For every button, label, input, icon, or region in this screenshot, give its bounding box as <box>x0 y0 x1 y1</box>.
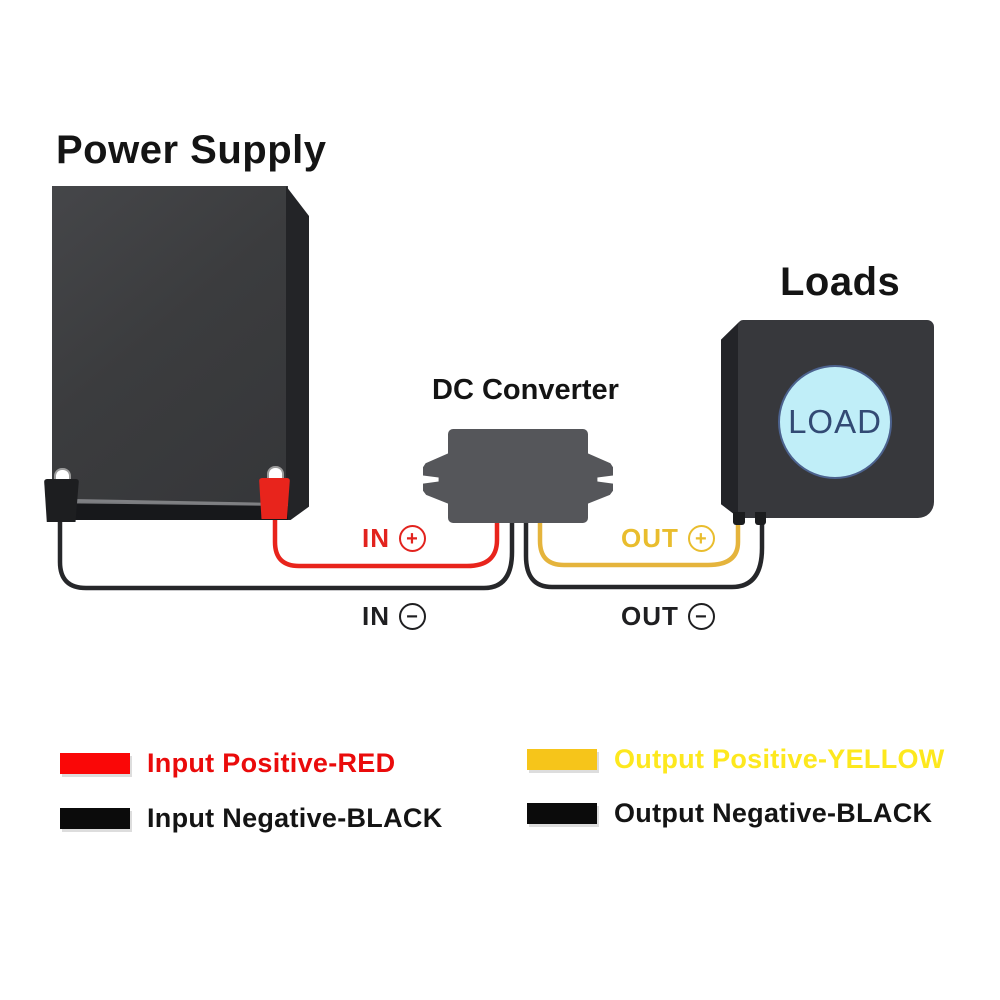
loads-box-side-face <box>721 322 739 518</box>
power-supply-box <box>52 186 288 520</box>
dc-converter-body <box>448 429 588 523</box>
wire-output-negative <box>523 518 765 590</box>
power-supply-title: Power Supply <box>56 128 327 172</box>
load-circle: LOAD <box>778 365 892 479</box>
power-supply-bottom-highlight <box>60 498 288 506</box>
loads-title: Loads <box>780 260 901 304</box>
legend-swatch-yellow <box>527 749 597 770</box>
label-output-positive-text: OUT <box>621 523 679 553</box>
power-supply-side-face <box>286 186 309 520</box>
label-output-negative: OUT − <box>621 601 715 632</box>
legend-swatch-red <box>60 753 130 774</box>
minus-circle-icon: − <box>687 603 715 630</box>
legend-label: Output Positive-YELLOW <box>614 744 945 774</box>
power-supply-bottom-edge <box>52 500 288 520</box>
plus-circle-icon: + <box>687 525 715 552</box>
legend-item-output-positive: Output Positive-YELLOW <box>527 744 945 775</box>
wire-input-positive <box>272 497 500 569</box>
label-input-positive-text: IN <box>362 523 390 553</box>
legend-swatch-black <box>527 803 597 824</box>
legend-label: Input Negative-BLACK <box>147 803 443 833</box>
wire-output-positive <box>537 518 741 568</box>
label-output-negative-text: OUT <box>621 601 679 631</box>
legend-item-output-negative: Output Negative-BLACK <box>527 798 932 829</box>
load-circle-label: LOAD <box>788 403 882 440</box>
legend-label: Input Positive-RED <box>147 748 396 778</box>
dc-converter-title: DC Converter <box>432 374 619 406</box>
loads-wire-connector-black <box>755 512 766 525</box>
legend-item-input-positive: Input Positive-RED <box>60 748 395 779</box>
label-input-negative: IN − <box>362 601 426 632</box>
legend-label: Output Negative-BLACK <box>614 798 933 828</box>
label-input-negative-text: IN <box>362 601 390 631</box>
loads-wire-connector-yellow <box>733 512 745 525</box>
label-input-positive: IN + <box>362 523 426 554</box>
positive-terminal <box>259 478 290 519</box>
minus-circle-icon: − <box>399 603 426 630</box>
legend-item-input-negative: Input Negative-BLACK <box>60 803 443 834</box>
label-output-positive: OUT + <box>621 523 715 554</box>
wire-input-negative <box>57 495 515 591</box>
negative-terminal <box>44 479 79 522</box>
plus-circle-icon: + <box>399 525 426 552</box>
legend-swatch-black <box>60 808 130 829</box>
